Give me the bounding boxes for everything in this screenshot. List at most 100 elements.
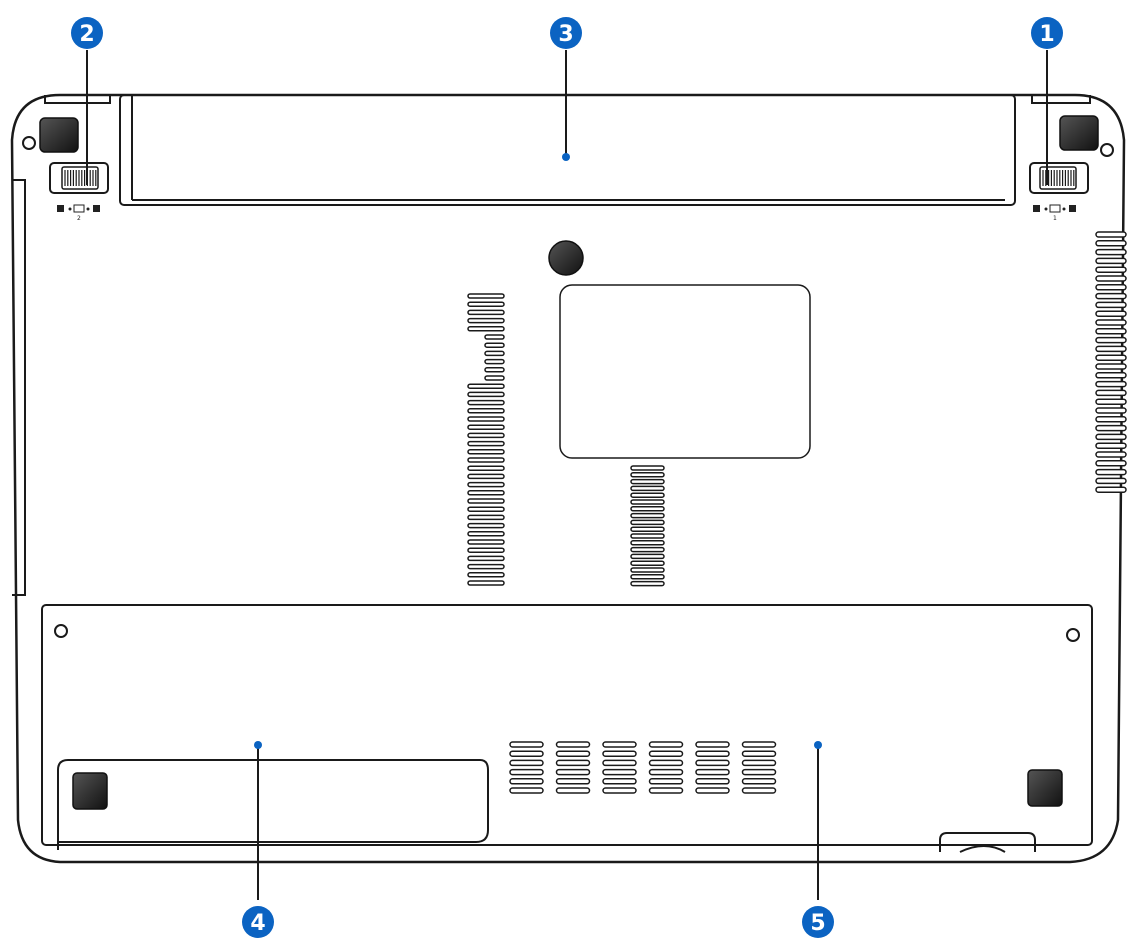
vent-center-column (630, 465, 665, 587)
vent-left-column (467, 293, 505, 586)
vent-slot (1095, 363, 1127, 370)
callout-leaders (86, 50, 1048, 900)
vent-slot (602, 750, 637, 757)
lock-number-right: 1 (1053, 215, 1057, 222)
vent-slot (1095, 248, 1127, 256)
vent-slot (1095, 328, 1127, 335)
vent-slot (467, 547, 505, 553)
vent-slot (509, 778, 544, 785)
callout-3: 3 (550, 17, 582, 49)
vent-slot (602, 759, 637, 767)
vent-slot (467, 490, 505, 496)
vent-slot (630, 506, 665, 512)
vent-slot (602, 768, 637, 776)
vent-slot (630, 546, 665, 553)
battery-lock-left[interactable] (49, 162, 109, 194)
vent-slot (741, 787, 777, 794)
vent-right-side (1095, 231, 1127, 493)
vent-slot (467, 408, 505, 414)
vent-slot (555, 759, 591, 767)
vent-slot (467, 572, 505, 578)
vent-slot (467, 424, 505, 430)
vent-slot (1095, 257, 1127, 265)
vent-slot (630, 574, 665, 580)
callout-2-label: 2 (79, 22, 94, 47)
vent-slot (1095, 451, 1127, 458)
vent-slot (630, 533, 665, 539)
vent-slot (467, 522, 505, 529)
vent-slot (467, 326, 505, 332)
foot-bottom-right (1027, 769, 1063, 807)
callout-4-label: 4 (250, 911, 265, 936)
lock-symbol-left: 2 (57, 204, 100, 222)
bottom-slot (939, 832, 1036, 853)
vent-slot (630, 567, 665, 573)
vent-slot (1095, 310, 1127, 317)
vent-slot (602, 787, 637, 794)
vent-slot (695, 750, 730, 757)
vent-slot (1095, 231, 1127, 238)
vent-slot (467, 416, 505, 422)
battery-lock-right[interactable] (1029, 162, 1089, 194)
vent-slot (467, 555, 505, 562)
vent-slot (467, 473, 505, 480)
vent-slot (630, 512, 665, 519)
vent-slot (467, 531, 505, 537)
vent-slot (630, 472, 665, 478)
vent-slot (630, 519, 665, 526)
vent-slot (509, 759, 544, 767)
vent-slot (467, 301, 505, 307)
vent-slot (1095, 416, 1127, 423)
vent-slot (630, 540, 665, 546)
vent-slot (695, 778, 730, 785)
vent-slot (741, 778, 777, 785)
vent-slot (741, 741, 777, 748)
vent-slot (467, 457, 505, 463)
vent-slot (630, 580, 665, 587)
vent-slot (509, 741, 544, 748)
callout-3-label: 3 (558, 22, 573, 47)
vent-slot (484, 350, 505, 357)
screw-bottom-left (54, 624, 68, 638)
vent-slot (1095, 345, 1127, 353)
vent-slot (695, 759, 730, 767)
center-foot (548, 240, 584, 276)
vent-slot (484, 358, 505, 365)
vent-slot (467, 309, 505, 316)
vent-slot (467, 440, 505, 447)
vent-slot (1095, 407, 1127, 414)
vent-slot (467, 563, 505, 570)
vent-slot (555, 741, 591, 748)
vent-slot (467, 391, 505, 398)
vent-slot (467, 317, 505, 324)
vent-slot (467, 498, 505, 504)
callout-2: 2 (71, 17, 103, 49)
vent-slot (648, 768, 684, 776)
screw-top-left (22, 136, 36, 150)
vent-slot (467, 383, 505, 389)
vent-slot (695, 741, 730, 748)
vent-slot (1095, 275, 1127, 282)
top-corner-tabs (44, 95, 1091, 104)
vent-slot (467, 449, 505, 455)
vent-slot (555, 768, 591, 776)
vent-slot (1095, 486, 1127, 493)
foot-top-left (39, 117, 79, 153)
vent-slot (630, 492, 665, 498)
vent-slot (630, 499, 665, 505)
battery-pack (119, 94, 1016, 206)
vent-slot (484, 367, 505, 373)
vent-slot (1095, 266, 1127, 273)
laptop-body (10, 93, 1126, 864)
vent-slot (1095, 372, 1127, 379)
vent-slot (467, 481, 505, 488)
vent-slot (467, 539, 505, 545)
vent-slot (484, 334, 505, 340)
vent-slot (467, 580, 505, 586)
vent-slot (630, 560, 665, 566)
foot-bottom-left (72, 772, 108, 810)
callout-5: 5 (802, 906, 834, 938)
vent-slot (509, 787, 544, 794)
vent-slot (1095, 301, 1127, 309)
vent-slot (648, 759, 684, 767)
